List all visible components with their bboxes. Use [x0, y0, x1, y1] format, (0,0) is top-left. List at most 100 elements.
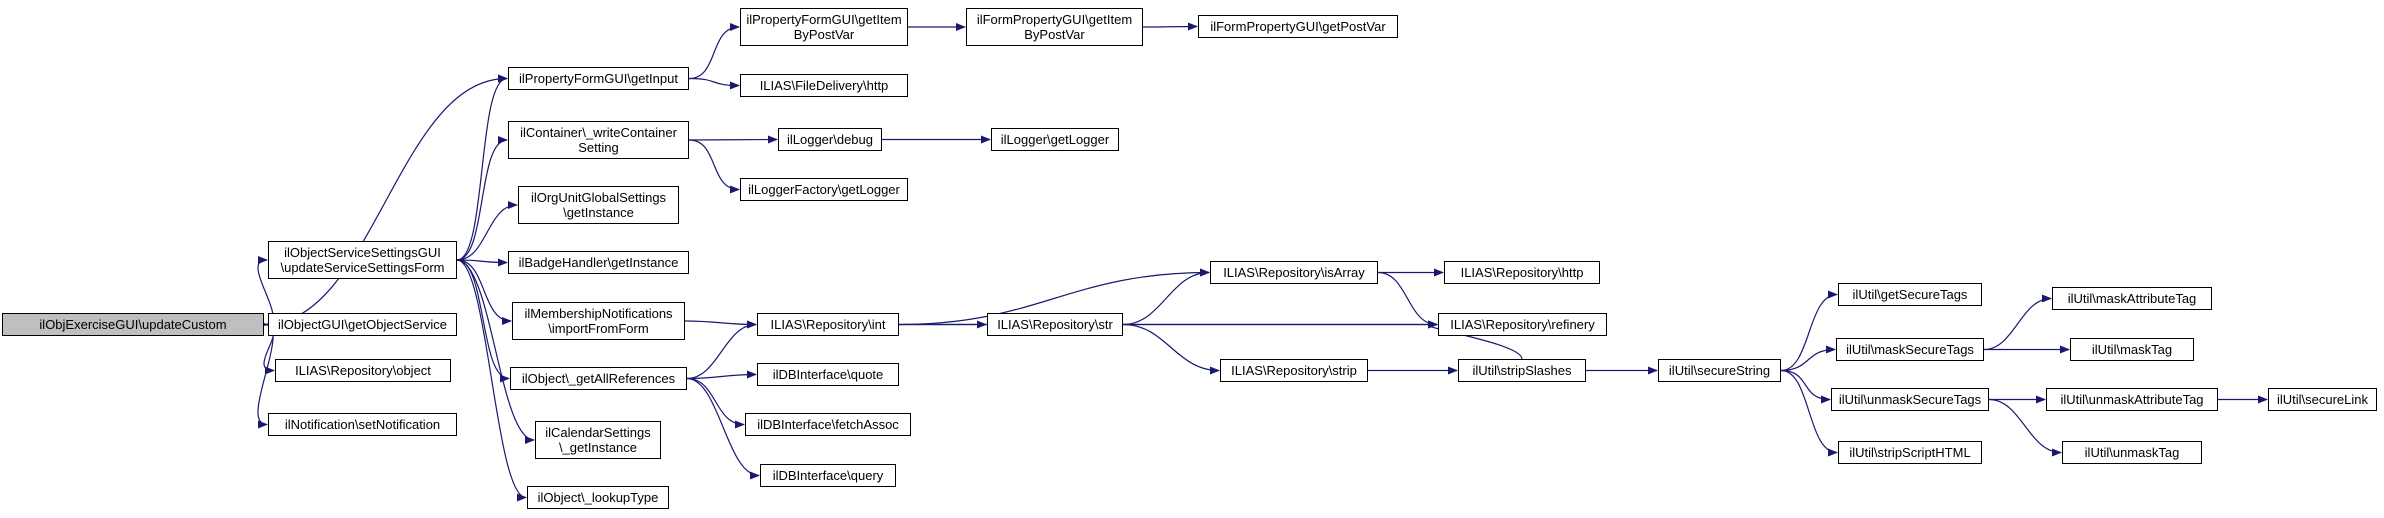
edge-getinput-to-pfgetitem [688, 23, 740, 80]
node-mask-tag[interactable]: ilUtil\maskTag [2070, 338, 2194, 361]
node-label: ilObject\_getAllReferences [521, 371, 676, 386]
node-mask-secure-tags[interactable]: ilUtil\maskSecureTags [1836, 338, 1984, 361]
node-logger-get-logger[interactable]: ilLogger\getLogger [991, 128, 1119, 151]
edge-ffgetitem-to-getpostvar [1142, 22, 1198, 31]
edge-allrefs-to-quote [686, 370, 757, 380]
node-label: ilObjExerciseGUI\updateCustom [39, 317, 227, 332]
node-membership-import[interactable]: ilMembershipNotifications \importFromFor… [512, 302, 685, 340]
node-repository-http[interactable]: ILIAS\Repository\http [1444, 261, 1600, 284]
node-service-settings-form[interactable]: ilObjectServiceSettingsGUI \updateServic… [268, 241, 457, 279]
edge-masksecure-to-maskattr [1983, 294, 2052, 351]
node-logger-factory[interactable]: ilLoggerFactory\getLogger [740, 178, 908, 201]
edge-svc-to-getinput [456, 74, 508, 261]
edge-securestring-to-getsecure [1780, 290, 1838, 372]
node-label: ilLogger\debug [786, 132, 874, 147]
node-label: ilObject\_lookupType [537, 490, 659, 505]
node-label: ilLoggerFactory\getLogger [748, 182, 900, 197]
edge-repostr-to-isarray [1122, 268, 1210, 326]
node-root-updatecustom[interactable]: ilObjExerciseGUI\updateCustom [2, 313, 264, 336]
node-unmask-secure-tags[interactable]: ilUtil\unmaskSecureTags [1831, 388, 1989, 411]
node-get-all-references[interactable]: ilObject\_getAllReferences [510, 367, 687, 390]
node-label: \importFromForm [548, 321, 649, 336]
node-label: ilLogger\getLogger [1000, 132, 1110, 147]
edge-isarray-to-refinery [1377, 271, 1438, 329]
edge-getinput-to-filehttp [688, 77, 740, 90]
node-label: ILIAS\Repository\object [295, 363, 431, 378]
node-logger-debug[interactable]: ilLogger\debug [778, 128, 882, 151]
edge-svc-to-calendar [456, 259, 535, 444]
node-strip-script-html[interactable]: ilUtil\stripScriptHTML [1838, 441, 1982, 464]
node-repository-int[interactable]: ILIAS\Repository\int [757, 313, 899, 336]
node-label: ilDBInterface\quote [772, 367, 884, 382]
edge-repostr-to-strip [1122, 323, 1220, 375]
node-label: ilMembershipNotifications [524, 306, 673, 321]
node-secure-string[interactable]: ilUtil\secureString [1658, 359, 1781, 382]
node-get-post-var[interactable]: ilFormPropertyGUI\getPostVar [1198, 15, 1398, 38]
node-repository-object[interactable]: ILIAS\Repository\object [275, 359, 451, 382]
node-label: ilPropertyFormGUI\getItem [746, 12, 902, 27]
node-label: ILIAS\FileDelivery\http [759, 78, 889, 93]
node-repository-strip[interactable]: ILIAS\Repository\strip [1220, 359, 1368, 382]
node-label: ILIAS\Repository\str [997, 317, 1113, 332]
node-label: ilContainer\_writeContainer [520, 125, 677, 140]
node-calendar-get-instance[interactable]: ilCalendarSettings \_getInstance [535, 421, 661, 459]
edge-writecont-to-factory [688, 139, 740, 194]
node-form-property-get-item[interactable]: ilFormPropertyGUI\getItem ByPostVar [966, 8, 1143, 46]
edge-svc-to-allrefs [456, 259, 510, 383]
edge-securestring-to-unmasksecure [1780, 369, 1831, 404]
node-repository-is-array[interactable]: ILIAS\Repository\isArray [1210, 261, 1378, 284]
node-label: ILIAS\Repository\isArray [1223, 265, 1365, 280]
node-property-form-get-item[interactable]: ilPropertyFormGUI\getItem ByPostVar [740, 8, 908, 46]
node-strip-slashes[interactable]: ilUtil\stripSlashes [1458, 359, 1586, 382]
node-label: ILIAS\Repository\http [1460, 265, 1584, 280]
edge-allrefs-to-query [686, 377, 760, 480]
node-db-fetch-assoc[interactable]: ilDBInterface\fetchAssoc [745, 413, 911, 436]
node-label: ilUtil\maskAttributeTag [2067, 291, 2197, 306]
node-mask-attribute-tag[interactable]: ilUtil\maskAttributeTag [2052, 287, 2212, 310]
node-repository-str[interactable]: ILIAS\Repository\str [987, 313, 1123, 336]
edge-allrefs-to-repoint [686, 320, 757, 380]
node-label: ilPropertyFormGUI\getInput [519, 71, 678, 86]
node-secure-link[interactable]: ilUtil\secureLink [2268, 388, 2377, 411]
edge-securestring-to-stripscript [1780, 369, 1838, 457]
node-label: ilUtil\secureLink [2276, 392, 2369, 407]
node-unmask-attribute-tag[interactable]: ilUtil\unmaskAttributeTag [2046, 388, 2218, 411]
node-label: \getInstance [563, 205, 634, 220]
node-label: ByPostVar [1024, 27, 1085, 42]
node-label: ilUtil\unmaskSecureTags [1838, 392, 1982, 407]
node-repository-refinery[interactable]: ILIAS\Repository\refinery [1438, 313, 1607, 336]
node-label: ilUtil\stripSlashes [1472, 363, 1572, 378]
node-label: ilUtil\getSecureTags [1852, 287, 1968, 302]
node-label: ilCalendarSettings [545, 425, 651, 440]
node-orgunit-get-instance[interactable]: ilOrgUnitGlobalSettings \getInstance [518, 186, 679, 224]
node-label: ilNotification\setNotification [284, 417, 441, 432]
node-label: \updateServiceSettingsForm [280, 260, 445, 275]
edge-repoint-to-isarray [898, 268, 1210, 326]
node-label: ILIAS\Repository\strip [1231, 363, 1357, 378]
node-label: ILIAS\Repository\refinery [1450, 317, 1595, 332]
node-db-query[interactable]: ilDBInterface\query [760, 464, 896, 487]
node-write-container-setting[interactable]: ilContainer\_writeContainer Setting [508, 121, 689, 159]
node-label: ilUtil\stripScriptHTML [1849, 445, 1971, 460]
node-set-notification[interactable]: ilNotification\setNotification [268, 413, 457, 436]
node-unmask-tag[interactable]: ilUtil\unmaskTag [2062, 441, 2202, 464]
node-label: ilUtil\maskTag [2091, 342, 2173, 357]
node-get-secure-tags[interactable]: ilUtil\getSecureTags [1838, 283, 1982, 306]
node-label: ilOrgUnitGlobalSettings [530, 190, 667, 205]
edge-membership-to-repoint [684, 320, 757, 329]
node-label: ilDBInterface\fetchAssoc [757, 417, 899, 432]
node-lookup-type[interactable]: ilObject\_lookupType [527, 486, 669, 509]
edge-unmasksecure-to-unmasktag [1988, 398, 2062, 457]
node-label: ILIAS\Repository\int [770, 317, 886, 332]
node-get-input[interactable]: ilPropertyFormGUI\getInput [508, 67, 689, 90]
node-get-object-service[interactable]: ilObjectGUI\getObjectService [268, 313, 457, 336]
node-badge-get-instance[interactable]: ilBadgeHandler\getInstance [508, 251, 689, 274]
node-label: ilUtil\secureString [1668, 363, 1771, 378]
edge-svc-to-writecont [456, 136, 508, 261]
node-db-quote[interactable]: ilDBInterface\quote [757, 363, 899, 386]
node-file-delivery-http[interactable]: ILIAS\FileDelivery\http [740, 74, 908, 97]
node-label: ilObjectGUI\getObjectService [277, 317, 448, 332]
edge-svc-to-lookup [456, 259, 527, 502]
